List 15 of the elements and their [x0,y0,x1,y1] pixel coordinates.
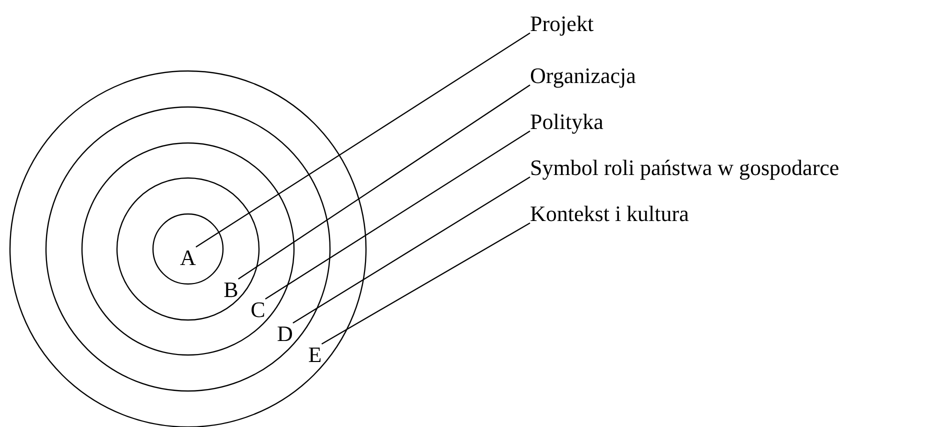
ring-letter: E [308,344,322,366]
ring-letter: D [277,323,293,345]
layer-label: Polityka [530,109,604,135]
layer-label: Projekt [530,11,594,37]
leader-line [196,32,530,248]
layer-label: Organizacja [530,63,636,89]
ring-letter: C [250,299,266,321]
ring-letter: A [180,247,196,269]
leader-line [265,130,530,300]
layer-label: Kontekst i kultura [530,201,689,227]
leader-line [292,176,530,324]
leader-line [321,222,530,345]
layer-label: Symbol roli państwa w gospodarce [530,155,840,181]
leader-line [238,84,530,280]
ring-letter: B [224,279,238,301]
